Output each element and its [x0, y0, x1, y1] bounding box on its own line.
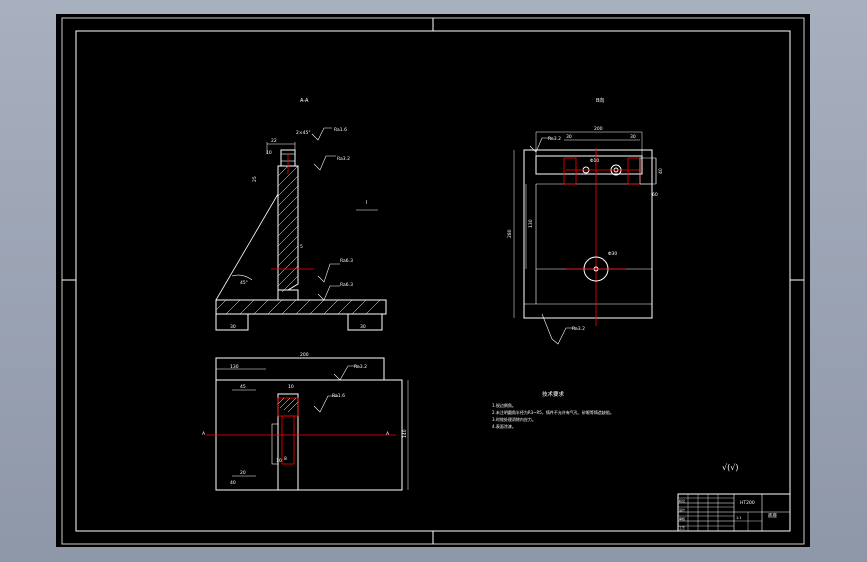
title-material: HT200 — [740, 500, 755, 506]
front-top-width: 22 — [271, 138, 277, 144]
plan-right-h: 140 — [402, 429, 408, 438]
side-small-dia: Φ10 — [590, 158, 599, 164]
title-row-1: 标记 — [679, 498, 685, 503]
front-base-right: 30 — [360, 324, 366, 330]
roughness-note: √(√) — [722, 463, 738, 472]
plan-rough-1: Ra3.2 — [354, 364, 367, 370]
side-outline — [523, 149, 653, 319]
side-view: B向 Φ30 Φ10 200 — [507, 97, 664, 345]
side-right-b: 60 — [652, 192, 658, 198]
plan-c2: 10 — [276, 458, 282, 464]
tech-requirements: 技术要求 1.锐边倒角。 2.未注明圆角半径为R3~R5，铸件不允许有气孔、砂眼… — [492, 390, 614, 429]
drawing-canvas[interactable]: A-A 22 2×45° Ra1.6 Ra3.2 — [56, 14, 810, 547]
plan-overall: 200 — [300, 352, 309, 358]
front-left-v2: 10 — [266, 150, 272, 156]
plan-rough-2: Ra1.6 — [332, 393, 345, 399]
side-rough: Ra3.2 — [548, 136, 561, 142]
front-base-left: 30 — [230, 324, 236, 330]
plan-c3: 10 — [288, 384, 294, 390]
side-hole-dia: Φ30 — [608, 251, 617, 257]
inner-border — [75, 30, 791, 532]
title-row-3: 审核 — [679, 516, 685, 521]
title-row-4: 工艺 — [679, 525, 685, 530]
title-part-name: 底座 — [768, 512, 777, 519]
plan-c1: 8 — [284, 456, 287, 462]
front-rough-mid: Ra3.2 — [337, 156, 350, 162]
side-mid-h: 130 — [528, 219, 534, 228]
plan-b2: 40 — [230, 480, 236, 486]
title-block: HT200 底座 1:1 标记 设计 审核 工艺 — [677, 493, 791, 532]
front-rough-low: Ra6.3 — [340, 258, 353, 264]
plan-b1: 20 — [240, 470, 246, 476]
side-top-b: 30 — [630, 134, 636, 140]
tech-title: 技术要求 — [542, 390, 565, 398]
tech-line-4: 4.表面涂漆。 — [492, 423, 516, 429]
front-top-sub: 2×45° — [296, 130, 311, 136]
tech-line-1: 1.锐边倒角。 — [492, 402, 516, 408]
tech-line-3: 3.时效处理消除内应力。 — [492, 416, 536, 422]
title-row-2: 设计 — [679, 507, 685, 512]
plan-view: 200 130 45 A A 8 1 — [202, 352, 409, 491]
drawing-svg: A-A 22 2×45° Ra1.6 Ra3.2 — [61, 17, 805, 545]
plan-sec-right: A — [386, 431, 390, 437]
front-view-label: A-A — [300, 98, 309, 104]
side-top-a: 30 — [566, 134, 572, 140]
outer-border — [61, 17, 805, 545]
plan-left-a: 130 — [230, 364, 239, 370]
front-small-dim: 5 — [300, 244, 303, 250]
section-mark: I — [366, 200, 367, 206]
side-view-label: B向 — [596, 97, 604, 104]
plan-sec-left: A — [202, 431, 206, 437]
side-top-total: 200 — [594, 126, 603, 132]
plan-left-b: 45 — [240, 384, 246, 390]
side-right-a: 40 — [658, 168, 664, 174]
tech-line-2: 2.未注明圆角半径为R3~R5，铸件不允许有气孔、砂眼等铸造缺陷。 — [492, 409, 614, 415]
front-left-v: 25 — [252, 176, 258, 182]
side-rough-bottom: Ra3.2 — [572, 326, 585, 332]
front-angle: 45° — [240, 280, 248, 286]
front-rough-top: Ra1.6 — [334, 127, 347, 133]
side-left-h: 280 — [507, 229, 513, 238]
front-rough-base: Ra6.3 — [340, 282, 353, 288]
title-scale: 1:1 — [736, 516, 742, 520]
front-view: A-A 22 2×45° Ra1.6 Ra3.2 — [215, 98, 387, 331]
